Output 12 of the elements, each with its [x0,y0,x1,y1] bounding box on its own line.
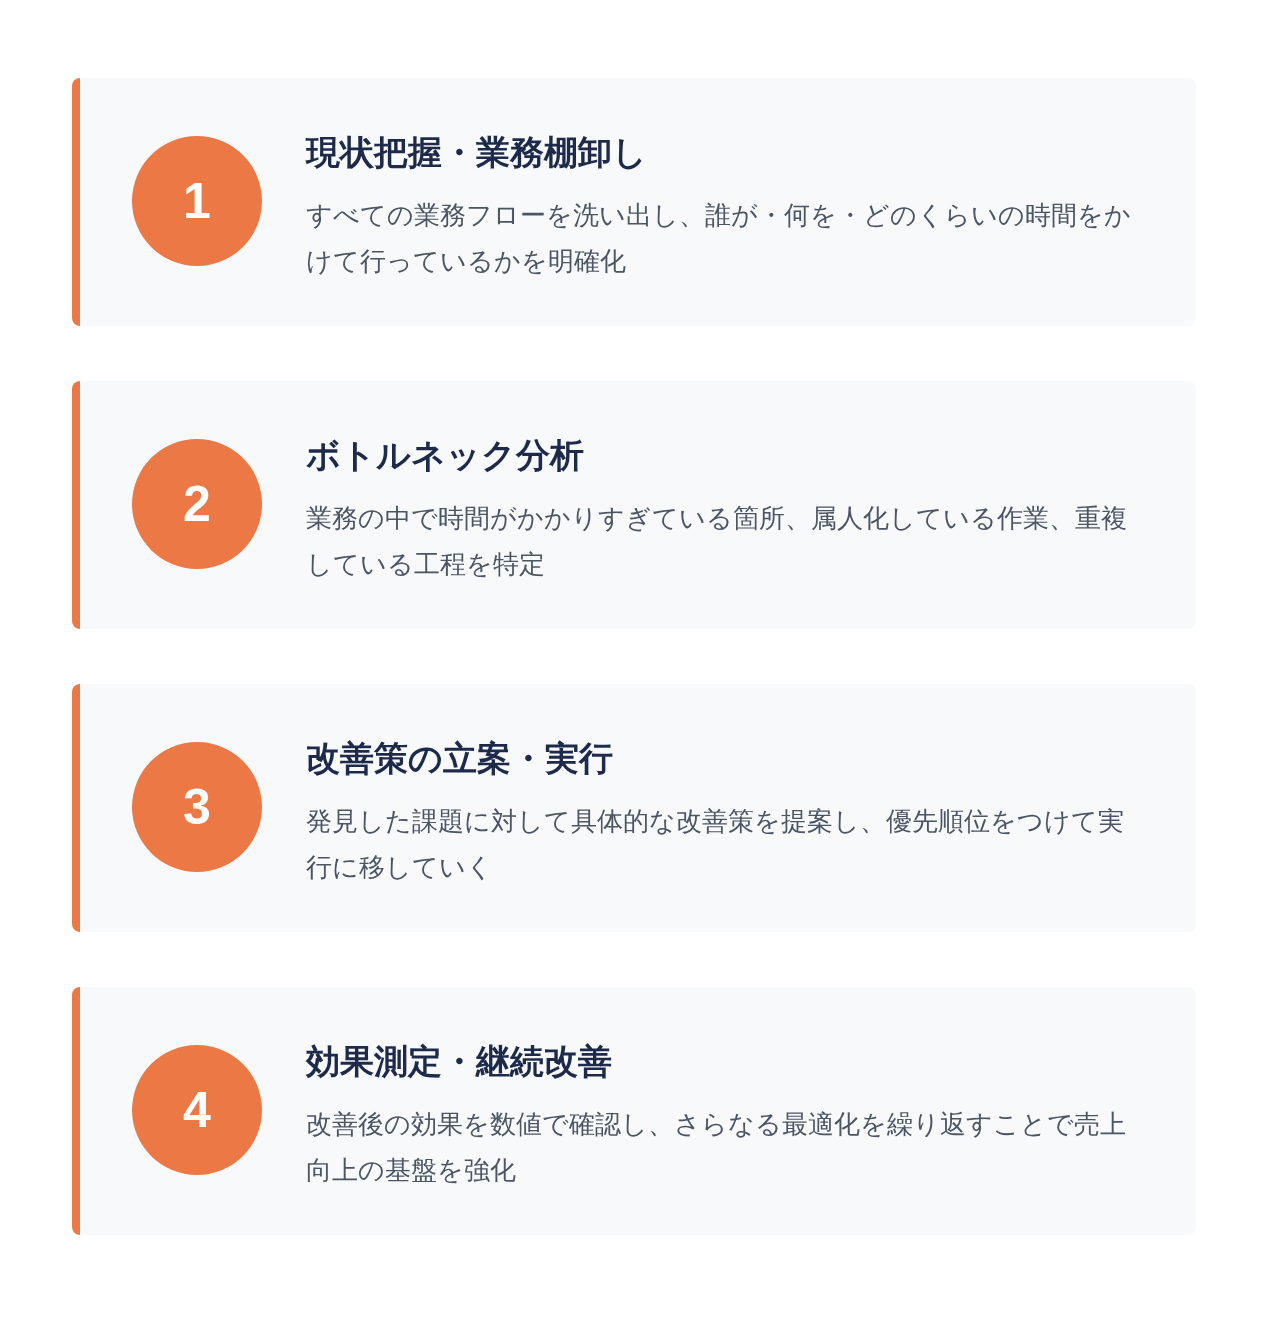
step-heading: 現状把握・業務棚卸し [306,132,647,173]
step-card [72,381,1196,629]
step-card [72,78,1196,326]
step-description: 業務の中で時間がかかりすぎている箇所、属人化している作業、重複している工程を特定 [306,502,1128,581]
step-description: すべての業務フローを洗い出し、誰が・何を・どのくらいの時間をかけて行っているかを明確化 [306,199,1132,278]
step-description: 改善後の効果を数値で確認し、さらなる最適化を繰り返すことで売上向上の基盤を強化 [306,1108,1127,1187]
step-heading: ボトルネック分析 [306,435,584,476]
step-description: 発見した課題に対して具体的な改善策を提案し、優先順位をつけて実行に移していく [306,805,1125,884]
step-card [72,987,1196,1235]
step-heading: 改善策の立案・実行 [306,738,613,779]
step-card [72,684,1196,932]
step-heading: 効果測定・継続改善 [306,1041,612,1082]
